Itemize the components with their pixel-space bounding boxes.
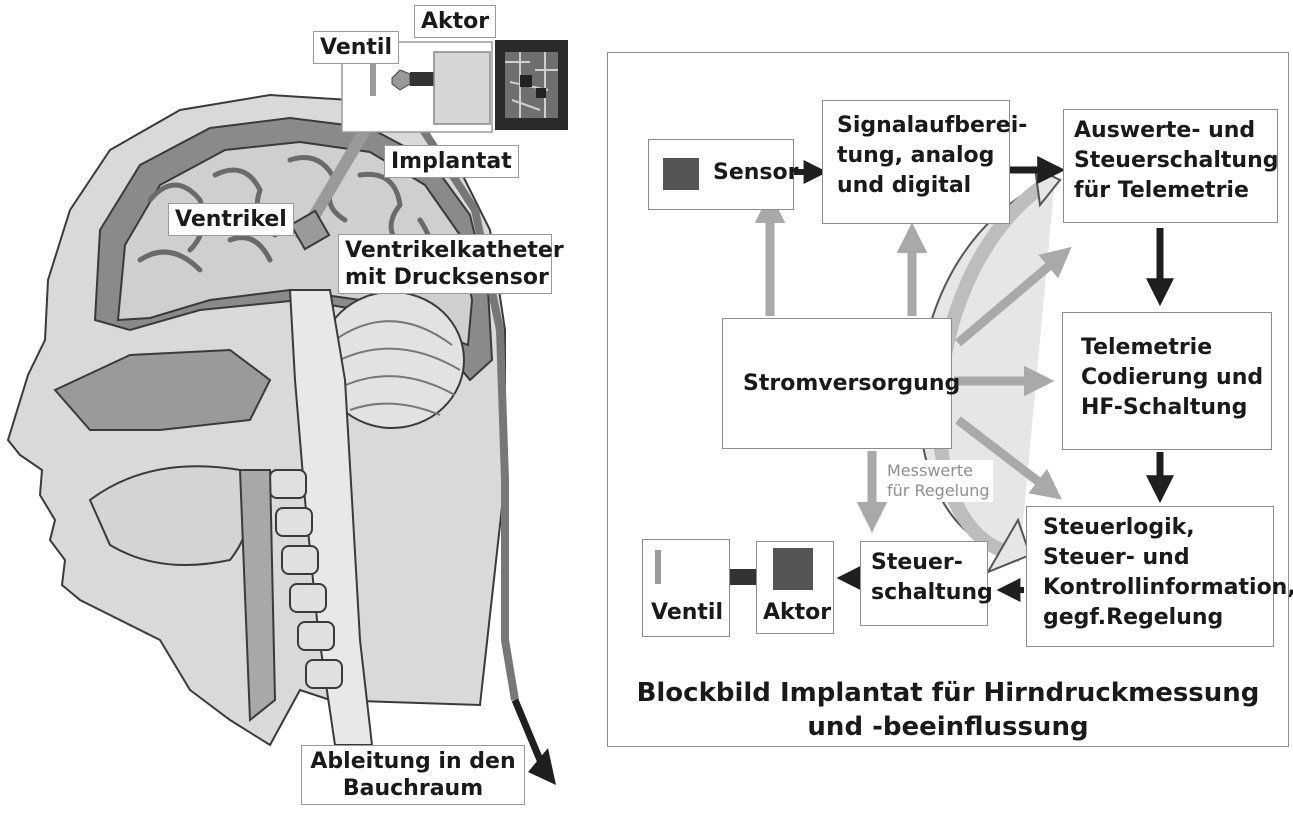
block-auswerte-line1: Auswerte- und: [1074, 116, 1277, 146]
block-sensor: Sensor: [648, 139, 794, 210]
actuator-block-icon: [434, 52, 490, 124]
block-steuerschaltung-line2: schaltung: [871, 578, 987, 608]
label-ventrikelkatheter-line1: Ventrikelkatheter: [345, 237, 545, 264]
block-signal-line2: tung, analog: [837, 141, 1009, 171]
block-steuerschaltung-line1: Steuer-: [871, 548, 987, 578]
block-steuerlogik-line3: Kontrollinformation,: [1043, 573, 1273, 603]
block-steuerlogik-line2: Steuer- und: [1043, 543, 1273, 573]
sensor-icon: [663, 158, 699, 190]
diagram-caption: Blockbild Implantat für Hirndruckmessung…: [610, 676, 1286, 744]
label-ableitung-line2: Bauchraum: [308, 775, 518, 802]
valve-plate-icon: [370, 60, 376, 96]
block-sensor-label: Sensor: [713, 158, 799, 188]
label-ventil: Ventil: [313, 31, 399, 64]
messwerte-line2: für Regelung: [887, 481, 990, 501]
label-aktor: Aktor: [414, 5, 496, 38]
caption-line1: Blockbild Implantat für Hirndruckmessung: [610, 676, 1286, 710]
valve-plate-icon: [655, 550, 661, 584]
label-ventrikelkatheter-line2: mit Drucksensor: [345, 264, 545, 291]
block-telemetrie-line1: Telemetrie: [1081, 333, 1271, 363]
block-aktor-label: Aktor: [763, 598, 831, 628]
label-ableitung-line1: Ableitung in den: [308, 748, 518, 775]
head-cross-section-illustration: [0, 0, 600, 815]
label-implantat: Implantat: [384, 145, 519, 178]
caption-line2: und -beeinflussung: [610, 710, 1286, 744]
block-telemetrie: Telemetrie Codierung und HF-Schaltung: [1062, 312, 1272, 450]
block-telemetrie-line3: HF-Schaltung: [1081, 393, 1271, 423]
block-signal-line1: Signalaufberei-: [837, 111, 1009, 141]
label-ableitung: Ableitung in den Bauchraum: [301, 745, 525, 805]
block-steuerlogik-line1: Steuerlogik,: [1043, 513, 1273, 543]
block-aktor: Aktor: [756, 541, 834, 634]
block-auswerte-line2: Steuerschaltung: [1074, 146, 1277, 176]
messwerte-line1: Messwerte: [887, 461, 990, 481]
block-auswerte-line3: für Telemetrie: [1074, 176, 1277, 206]
block-signal-line3: und digital: [837, 171, 1009, 201]
block-steuerlogik-line4: gegf.Regelung: [1043, 603, 1273, 633]
block-stromversorgung: Stromversorgung: [722, 318, 952, 449]
messwerte-note: Messwerte für Regelung: [884, 460, 993, 502]
label-ventrikel: Ventrikel: [168, 203, 294, 236]
block-ventil-label: Ventil: [651, 598, 723, 628]
block-steuerschaltung: Steuer- schaltung: [860, 541, 988, 626]
label-ventrikelkatheter: Ventrikelkatheter mit Drucksensor: [338, 234, 552, 294]
block-strom-label: Stromversorgung: [743, 369, 960, 399]
block-signalaufbereitung: Signalaufberei- tung, analog und digital: [822, 100, 1010, 224]
actuator-icon: [773, 548, 813, 590]
block-telemetrie-line2: Codierung und: [1081, 363, 1271, 393]
block-ventil: Ventil: [642, 539, 730, 637]
block-steuerlogik: Steuerlogik, Steuer- und Kontrollinforma…: [1026, 506, 1274, 647]
drainage-arrowhead: [528, 748, 556, 785]
block-auswerteschaltung: Auswerte- und Steuerschaltung für Teleme…: [1063, 109, 1278, 223]
